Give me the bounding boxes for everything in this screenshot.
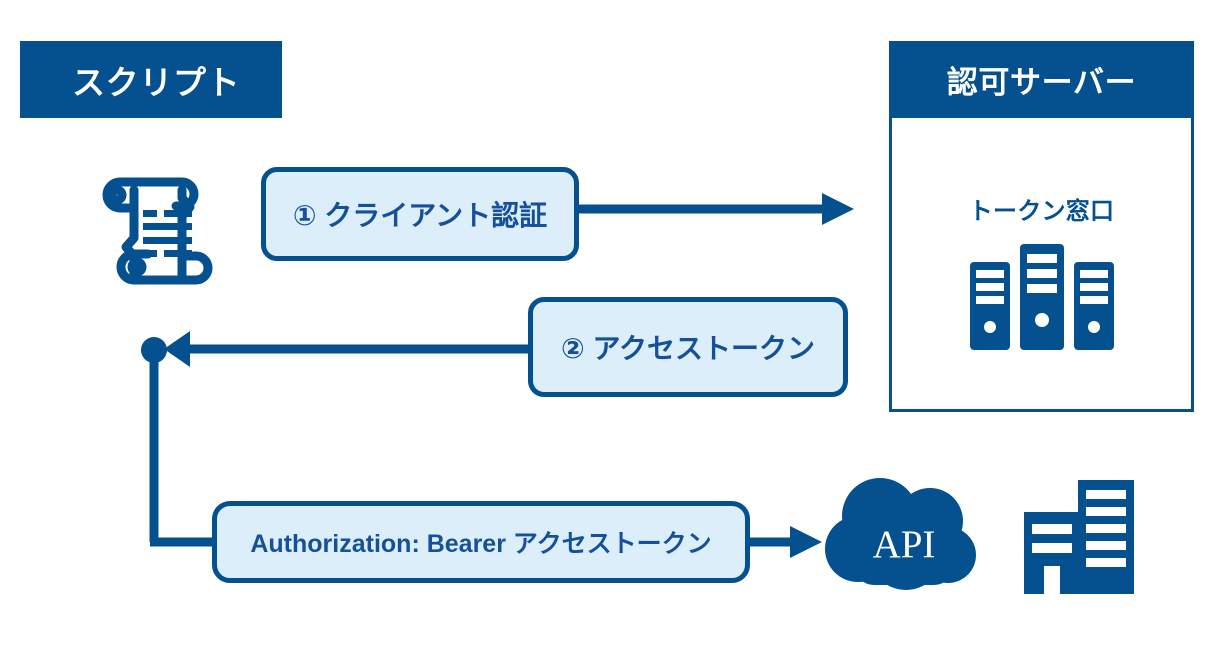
- message-box-1-label: ① クライアント認証: [292, 200, 548, 231]
- office-building-icon: [1022, 478, 1150, 601]
- message-box-access-token[interactable]: ② アクセストークン: [528, 297, 848, 397]
- auth-server-banner-label: 認可サーバー: [946, 65, 1137, 100]
- api-cloud-icon: API: [818, 473, 990, 596]
- token-endpoint-label: トークン窓口: [968, 198, 1115, 225]
- auth-server-banner: 認可サーバー: [889, 41, 1194, 118]
- api-cloud-label: API: [873, 523, 936, 566]
- message-box-authorization-header[interactable]: Authorization: Bearer アクセストークン: [212, 501, 750, 583]
- message-box-3-label: Authorization: Bearer アクセストークン: [250, 530, 712, 558]
- script-banner: スクリプト: [20, 41, 282, 118]
- script-banner-label: スクリプト: [72, 63, 241, 101]
- server-rack-icon: [968, 242, 1116, 357]
- auth-server-panel: トークン窓口: [889, 118, 1194, 412]
- scroll-script-icon: [84, 160, 224, 305]
- message-box-2-label: ② アクセストークン: [560, 333, 816, 364]
- message-box-client-authentication[interactable]: ① クライアント認証: [261, 167, 579, 261]
